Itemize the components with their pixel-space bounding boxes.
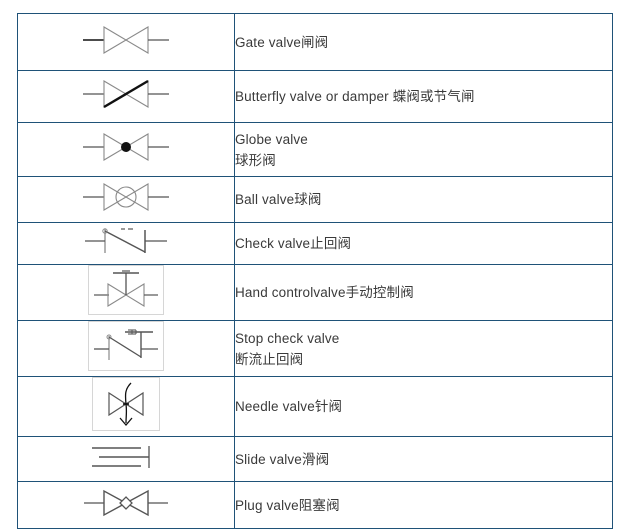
table-row: Stop check valve 断流止回阀 xyxy=(17,320,613,377)
symbol-cell xyxy=(17,70,235,123)
globe-valve-symbol xyxy=(81,129,171,165)
valve-label-line: Globe valve xyxy=(235,131,308,147)
description-cell: Gate valve闸阀 xyxy=(234,13,613,71)
description-cell: Plug valve阻塞阀 xyxy=(234,481,613,529)
valve-label-line: Gate valve闸阀 xyxy=(235,34,329,50)
stop-check-valve-symbol xyxy=(88,321,164,371)
table-row: Hand controlvalve手动控制阀 xyxy=(17,264,613,321)
table-row: Globe valve 球形阀 xyxy=(17,122,613,177)
description-cell: Globe valve 球形阀 xyxy=(234,122,613,177)
needle-valve-symbol xyxy=(92,377,160,431)
table-row: Gate valve闸阀 xyxy=(17,13,613,71)
valve-label-line: Stop check valve xyxy=(235,330,340,346)
valve-label-line: Butterfly valve or damper 蝶阀或节气闸 xyxy=(235,89,475,104)
ball-valve-symbol xyxy=(81,179,171,215)
check-valve-symbol xyxy=(81,223,171,259)
symbol-cell xyxy=(17,222,235,265)
valve-label-line: Ball valve球阀 xyxy=(235,192,322,207)
butterfly-valve-symbol xyxy=(81,76,171,112)
symbol-cell xyxy=(17,376,235,437)
valve-label-line: Hand controlvalve手动控制阀 xyxy=(235,285,414,300)
gate-valve-symbol xyxy=(81,22,171,58)
valve-label-line: Check valve止回阀 xyxy=(235,236,352,251)
valve-table-body: Gate valve闸阀 Butterfly valve or damper 蝶阀… xyxy=(17,13,613,529)
symbol-cell xyxy=(17,176,235,223)
symbol-cell xyxy=(17,122,235,177)
slide-valve-symbol xyxy=(89,442,163,472)
table-row: Needle valve针阀 xyxy=(17,376,613,437)
valve-label-line: Slide valve滑阀 xyxy=(235,451,330,467)
valve-label-line: Needle valve针阀 xyxy=(235,399,343,414)
description-cell: Check valve止回阀 xyxy=(234,222,613,265)
valve-label-line: Plug valve阻塞阀 xyxy=(235,497,340,513)
symbol-cell xyxy=(17,264,235,321)
table-row: Check valve止回阀 xyxy=(17,222,613,265)
plug-valve-symbol xyxy=(81,485,171,521)
table-row: Slide valve滑阀 xyxy=(17,436,613,482)
symbol-cell xyxy=(17,436,235,482)
hand-control-valve-symbol xyxy=(88,265,164,315)
valve-symbol-table: Gate valve闸阀 Butterfly valve or damper 蝶阀… xyxy=(17,13,613,529)
description-cell: Slide valve滑阀 xyxy=(234,436,613,482)
symbol-cell xyxy=(17,481,235,529)
symbol-cell xyxy=(17,13,235,71)
description-cell: Hand controlvalve手动控制阀 xyxy=(234,264,613,321)
table-row: Ball valve球阀 xyxy=(17,176,613,223)
valve-symbol-table-container: Gate valve闸阀 Butterfly valve or damper 蝶阀… xyxy=(17,13,613,529)
description-cell: Stop check valve 断流止回阀 xyxy=(234,320,613,377)
valve-label-line: 断流止回阀 xyxy=(235,351,304,367)
symbol-cell xyxy=(17,320,235,377)
table-row: Butterfly valve or damper 蝶阀或节气闸 xyxy=(17,70,613,123)
description-cell: Ball valve球阀 xyxy=(234,176,613,223)
valve-label-line: 球形阀 xyxy=(235,152,276,168)
table-row: Plug valve阻塞阀 xyxy=(17,481,613,529)
description-cell: Needle valve针阀 xyxy=(234,376,613,437)
description-cell: Butterfly valve or damper 蝶阀或节气闸 xyxy=(234,70,613,123)
